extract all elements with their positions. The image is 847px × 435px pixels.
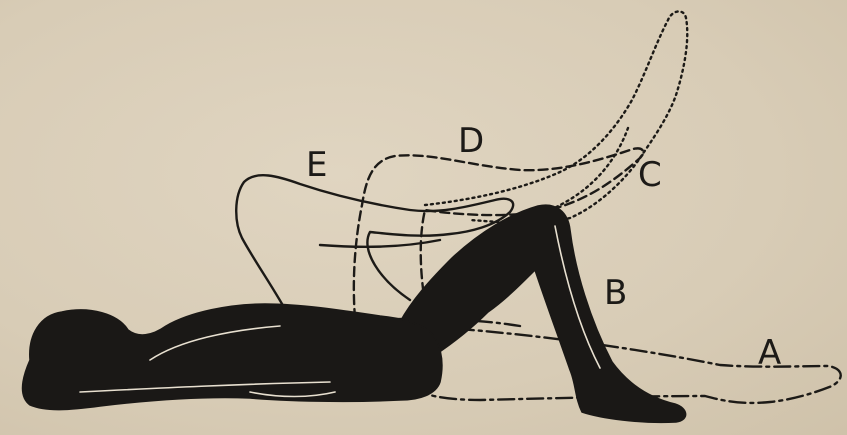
label-b: B [604, 273, 627, 313]
reclining-body [22, 304, 441, 410]
label-e: E [306, 145, 327, 185]
label-c: C [638, 155, 662, 195]
leg-position-b [400, 205, 686, 422]
label-a: A [758, 333, 781, 373]
label-d: D [458, 121, 484, 161]
